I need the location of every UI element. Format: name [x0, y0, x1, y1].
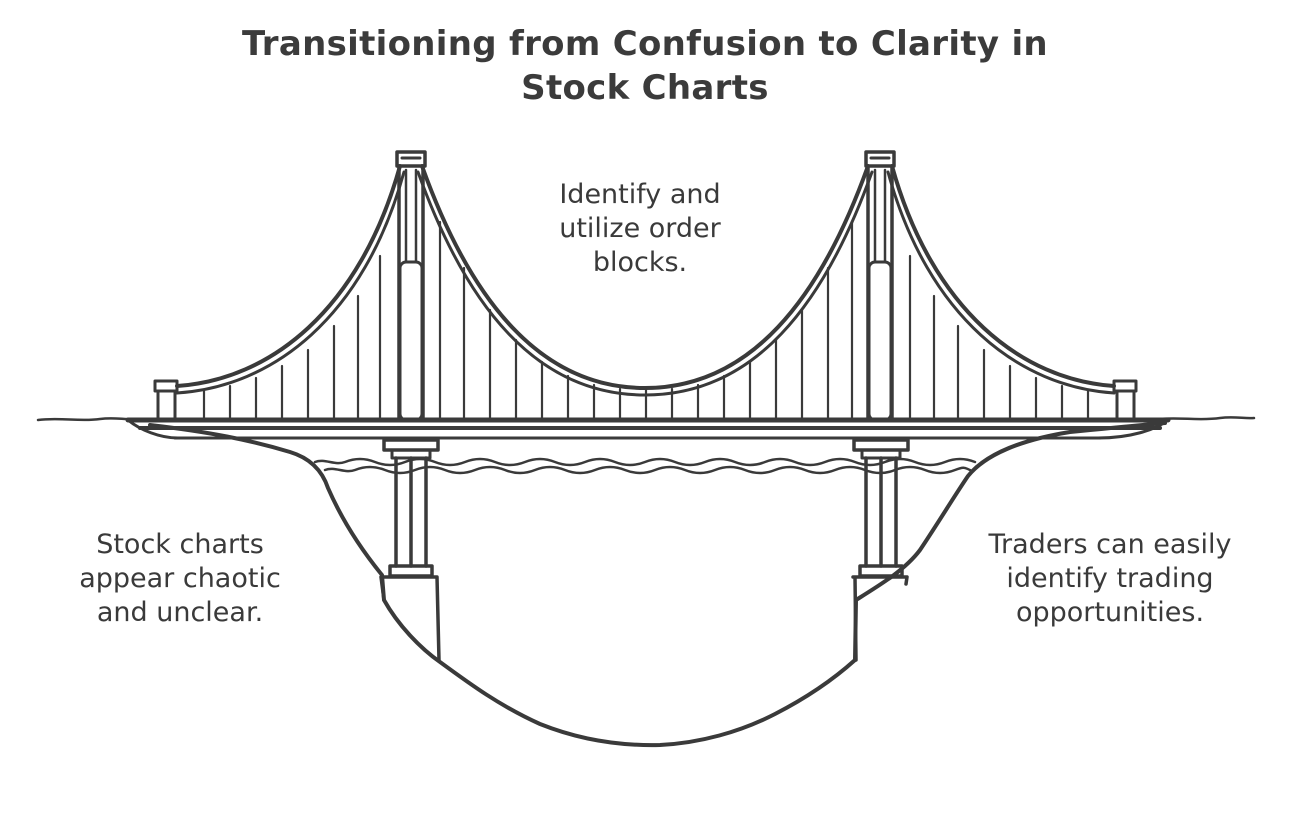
ravine-outline	[148, 421, 1167, 748]
main-cable-center-span	[420, 164, 870, 390]
stage-left-line-2: appear chaotic	[79, 563, 281, 594]
main-cable-right-span	[890, 164, 1116, 388]
water-line-left	[36, 417, 137, 422]
left-tower-legs	[397, 164, 425, 422]
stage-right-line-3: opportunities.	[1015, 597, 1205, 628]
right-pier-base-cap	[858, 564, 904, 578]
stage-right-line-1: Traders can easily	[988, 529, 1232, 560]
stage-right-line-2: identify trading	[1006, 563, 1214, 594]
left-tower-panel	[398, 260, 424, 422]
diagram-title: Transitioning from Confusion to Clarity …	[140, 22, 1150, 110]
main-cable-left-span	[175, 164, 402, 388]
right-pier-footing	[851, 575, 909, 662]
right-anchor-post	[1115, 389, 1136, 422]
bridge-deck-right-end	[1096, 418, 1170, 440]
main-cable-right-span-inner	[886, 170, 1116, 395]
stage-left-label: Stock charts appear chaotic and unclear.	[40, 528, 320, 630]
diagram-title-line-2: Stock Charts	[521, 68, 769, 108]
right-tower-panel	[867, 260, 893, 422]
left-anchor-cap	[153, 379, 179, 393]
right-tower-legs	[866, 164, 894, 422]
right-tower-cap	[864, 150, 896, 168]
stage-right-label: Traders can easily identify trading oppo…	[960, 528, 1260, 630]
stage-middle-label: Identify and utilize order blocks.	[510, 178, 770, 280]
left-pier-footing	[379, 575, 441, 662]
stage-middle-line-3: blocks.	[592, 247, 688, 278]
diagram-title-line-1: Transitioning from Confusion to Clarity …	[242, 24, 1048, 64]
stage-middle-line-2: utilize order	[559, 213, 721, 244]
stage-middle-line-1: Identify and	[559, 179, 721, 210]
right-anchor-cap	[1112, 379, 1138, 393]
main-cable-left-span-inner	[175, 170, 406, 395]
river-wave-1	[313, 457, 977, 467]
water-line-right	[1158, 416, 1256, 421]
left-tower-cap	[395, 150, 427, 168]
left-anchor-post	[156, 389, 177, 422]
stage-left-line-1: Stock charts	[96, 529, 264, 560]
right-pier-column	[864, 456, 898, 568]
bridge-deck-left-end	[126, 418, 180, 440]
left-pier-column	[394, 456, 428, 568]
suspender-cables	[202, 220, 1090, 422]
stage-left-line-3: and unclear.	[96, 597, 264, 628]
right-tower-center-line	[873, 168, 887, 264]
left-pier-base-cap	[388, 564, 434, 578]
left-tower-center-line	[404, 168, 418, 264]
river-wave-2	[323, 465, 972, 475]
